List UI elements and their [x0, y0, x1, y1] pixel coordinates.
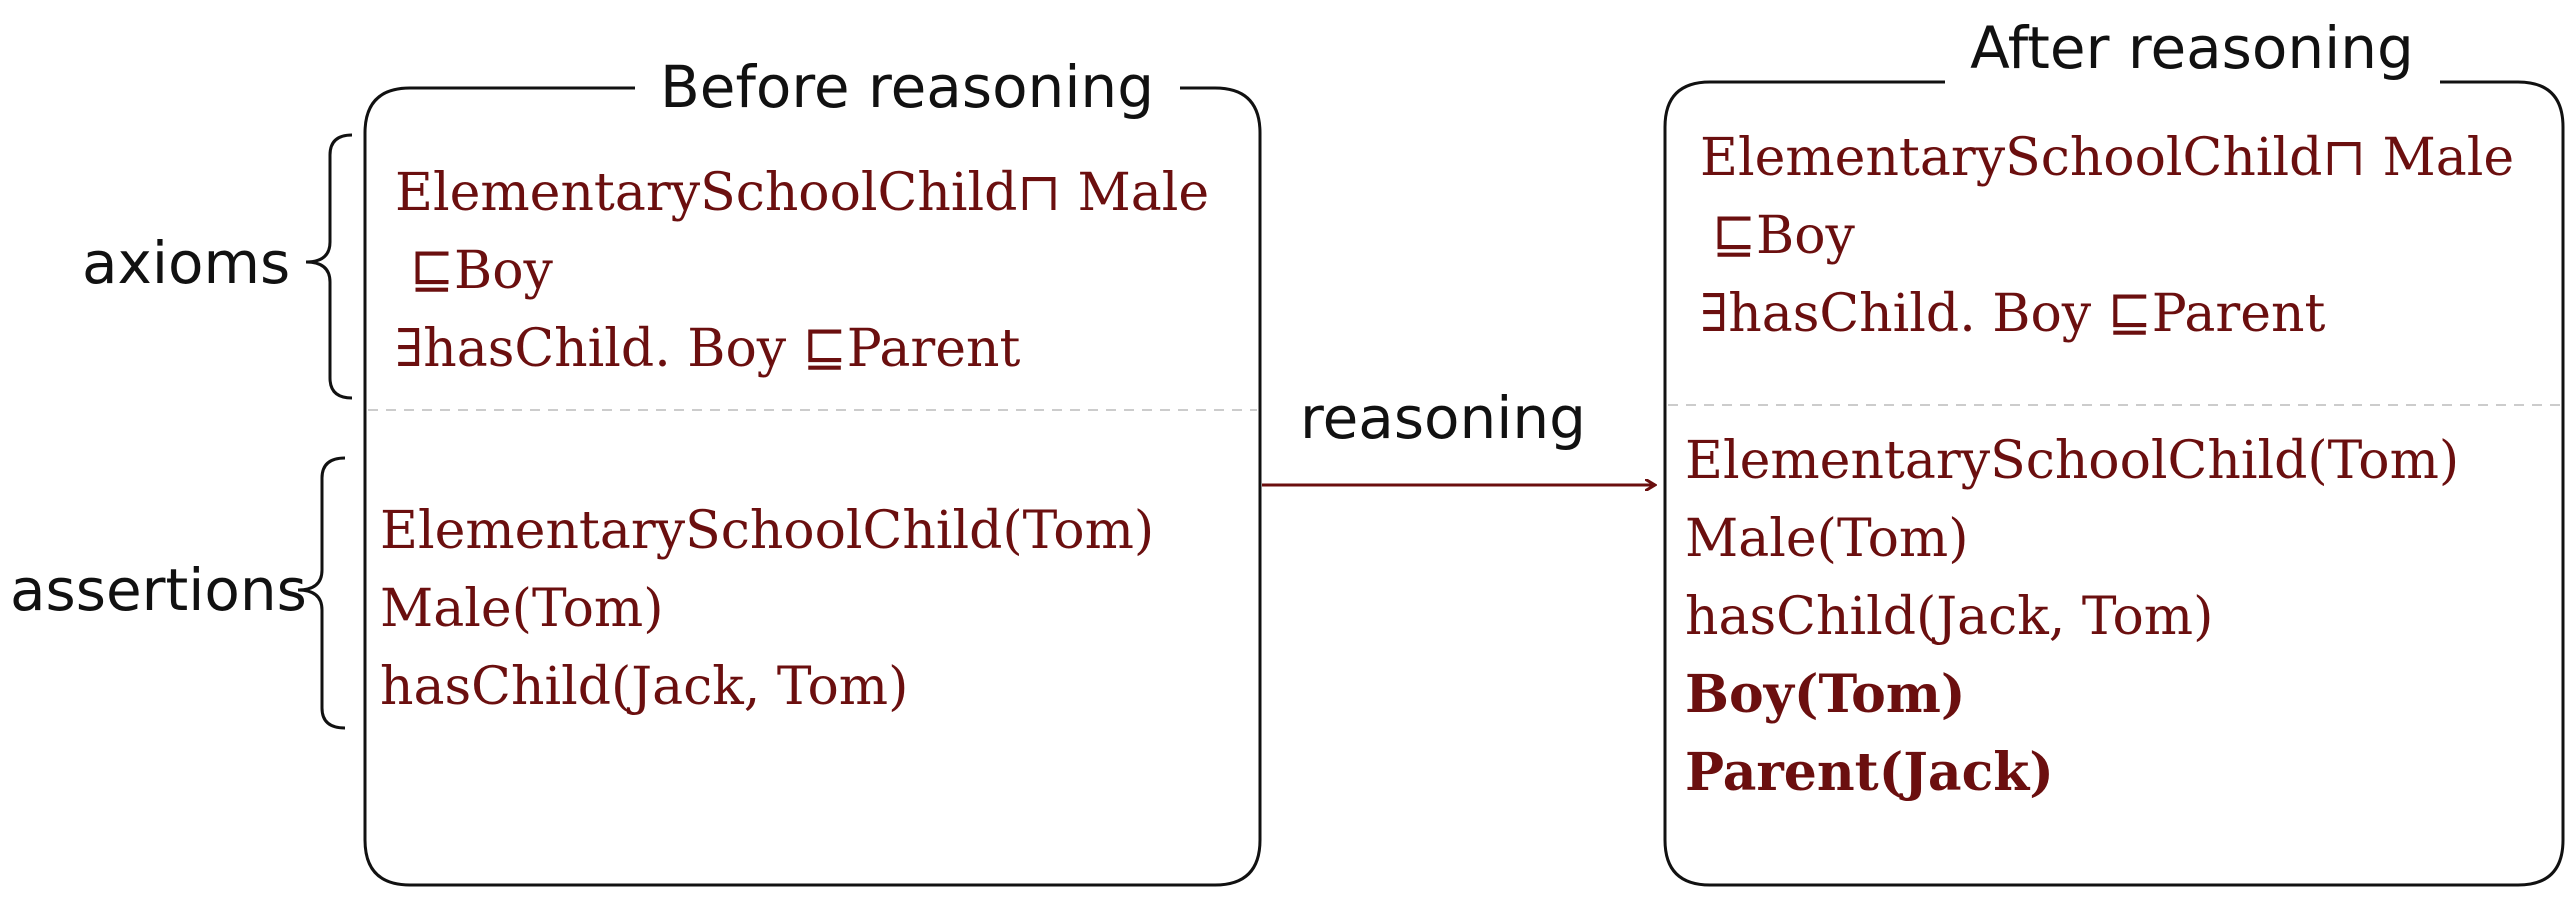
- axioms-brace-group: axioms: [82, 133, 353, 400]
- after-assertion-line-2: Male(Tom): [1685, 509, 1969, 569]
- after-assertion-line-3: hasChild(Jack, Tom): [1685, 587, 2213, 647]
- before-assertion-line-2: Male(Tom): [380, 579, 664, 639]
- before-axiom-line-3: ∃hasChild. Boy ⊑Parent: [395, 319, 1020, 379]
- axioms-label: axioms: [82, 229, 290, 297]
- after-box-border: [1663, 80, 2565, 887]
- after-inferred-line-2: Parent(Jack): [1685, 742, 2054, 803]
- after-box-title: After reasoning: [1970, 14, 2414, 82]
- after-inferred-line-1: Boy(Tom): [1685, 664, 1966, 725]
- before-box: Before reasoning ElementarySchoolChild⊓ …: [363, 53, 1262, 887]
- after-assertion-line-1: ElementarySchoolChild(Tom): [1685, 431, 2459, 491]
- before-box-border: [363, 86, 1262, 887]
- after-axiom-line-1: ElementarySchoolChild⊓ Male: [1700, 128, 2514, 188]
- after-axiom-line-2: ⊑Boy: [1712, 206, 1856, 266]
- after-box: After reasoning ElementarySchoolChild⊓ M…: [1663, 14, 2565, 887]
- before-assertion-line-3: hasChild(Jack, Tom): [380, 657, 908, 717]
- reasoning-arrow-label: reasoning: [1300, 384, 1586, 452]
- before-box-title: Before reasoning: [660, 53, 1154, 121]
- after-axiom-line-3: ∃hasChild. Boy ⊑Parent: [1700, 284, 2325, 344]
- assertions-brace-group: assertions: [10, 456, 346, 730]
- before-axiom-line-1: ElementarySchoolChild⊓ Male: [395, 163, 1209, 223]
- assertions-label: assertions: [10, 556, 307, 624]
- reasoning-arrow-group: reasoning: [1262, 384, 1655, 485]
- assertions-brace: [297, 456, 346, 730]
- axioms-brace: [305, 133, 353, 400]
- before-assertion-line-1: ElementarySchoolChild(Tom): [380, 501, 1154, 561]
- before-axiom-line-2: ⊑Boy: [410, 241, 554, 301]
